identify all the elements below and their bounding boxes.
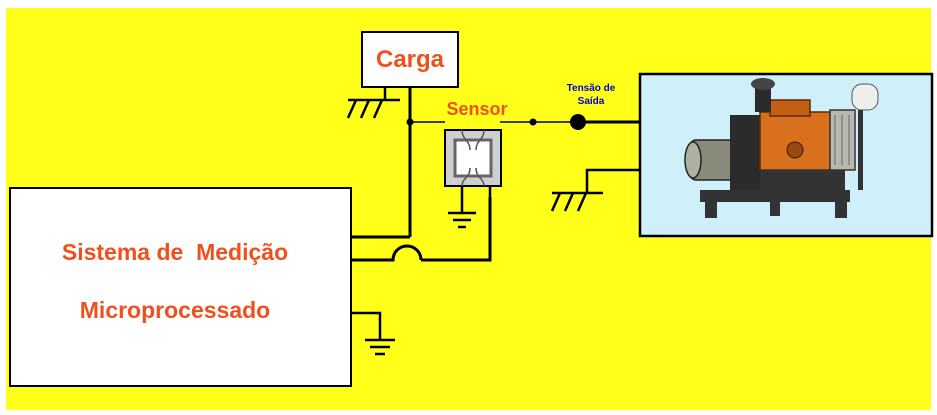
- load-label: Carga: [376, 46, 445, 73]
- sensor-measure-wire: [421, 197, 492, 262]
- sensor-ground-icon: [448, 211, 476, 229]
- measurement-system-box: Sistema de Medição Microprocessado: [9, 187, 352, 387]
- sensor-coil-icon: [461, 129, 485, 151]
- load-ground-icon: [346, 87, 400, 119]
- measurement-system-label-line2: Microprocessado: [80, 297, 270, 323]
- generator-panel: [638, 72, 934, 238]
- measure-ground-wire: [352, 311, 382, 340]
- measurement-system-frame: [9, 187, 352, 387]
- output-voltage-label-line1: Tensão de: [567, 83, 616, 94]
- load-box-frame: [361, 31, 459, 88]
- sensor-coil-icon: [461, 167, 485, 187]
- sensor-label: Sensor: [446, 99, 507, 119]
- sensor-core: [453, 138, 493, 178]
- sensor: Sensor: [444, 99, 508, 213]
- generator-icon: [684, 78, 879, 218]
- junction-dot: [529, 118, 537, 126]
- output-node-dot: [570, 114, 586, 130]
- wires: [352, 87, 640, 340]
- measurement-system-label-line1: Sistema de Medição: [62, 239, 288, 265]
- generator-ground-wire: [585, 168, 640, 193]
- output-voltage-label-line2: Saída: [578, 96, 605, 107]
- load-box: Carga: [361, 31, 459, 88]
- junction-dot: [406, 118, 414, 126]
- measurement-ground-icon: [365, 338, 395, 356]
- generator-ground-icon: [550, 191, 603, 212]
- crossover-wire: [352, 244, 423, 262]
